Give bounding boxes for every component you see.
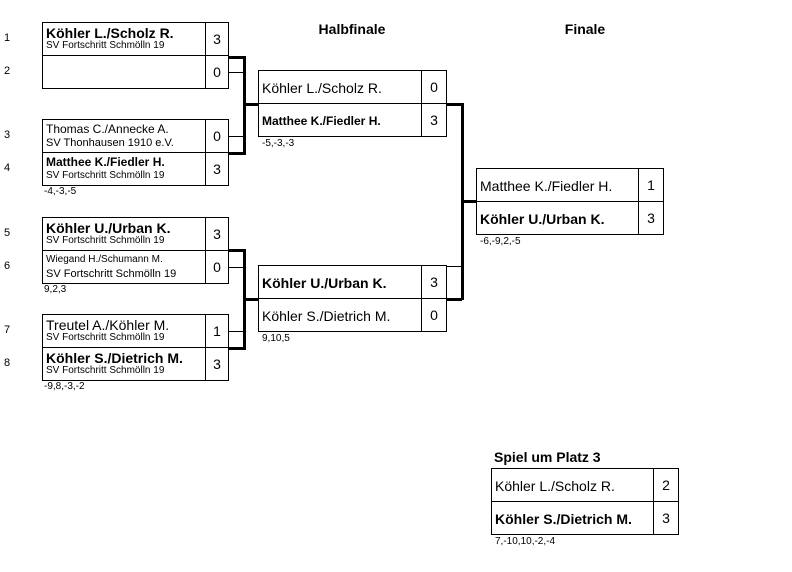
- score: 1: [638, 169, 663, 201]
- player-name: Köhler S./Dietrich M.: [495, 511, 632, 527]
- player-name: Matthee K./Fiedler H.: [262, 114, 381, 128]
- player-slot: Köhler L./Scholz R. SV Fortschritt Schmö…: [42, 22, 229, 56]
- bracket-connector: [229, 152, 244, 155]
- seed-number: 8: [4, 357, 11, 369]
- seed-number: 5: [4, 227, 11, 239]
- player-name: Köhler L./Scholz R.: [46, 25, 174, 41]
- bracket-connector: [229, 136, 244, 137]
- club-name: SV Thonhausen 1910 e.V.: [46, 137, 174, 149]
- score: 2: [653, 469, 678, 501]
- player-slot: Matthee K./Fiedler H. SV Fortschritt Sch…: [42, 152, 229, 186]
- player-slot: 0: [42, 55, 229, 89]
- score: 3: [421, 266, 446, 298]
- player-name: Köhler S./Dietrich M.: [46, 350, 183, 366]
- match-result: 9,10,5: [262, 333, 290, 344]
- bracket-connector: [243, 249, 246, 299]
- score: 3: [205, 218, 228, 250]
- player-name: Treutel A./Köhler M.: [46, 317, 170, 333]
- bracket-connector: [243, 299, 246, 350]
- bracket-connector: [243, 103, 258, 106]
- bracket-connector: [243, 56, 246, 104]
- score: 0: [205, 56, 228, 88]
- bracket-connector: [447, 103, 462, 106]
- player-slot: Matthee K./Fiedler H. 1: [476, 168, 664, 202]
- score: 3: [205, 348, 228, 380]
- club-name: SV Fortschritt Schmölln 19: [46, 170, 165, 181]
- bracket-connector: [229, 347, 244, 350]
- player-slot: Köhler L./Scholz R. 2: [491, 468, 679, 502]
- match-result: -4,-3,-5: [44, 186, 77, 197]
- match-result: -9,8,-3,-2: [44, 381, 85, 392]
- player-name: Köhler S./Dietrich M.: [262, 308, 391, 324]
- bracket-connector: [243, 298, 258, 301]
- player-name: Matthee K./Fiedler H.: [46, 155, 165, 169]
- score: 0: [421, 71, 446, 103]
- club-name: SV Fortschritt Schmölln 19: [46, 365, 165, 376]
- score: 3: [205, 153, 228, 185]
- player-name: Wiegand H./Schumann M.: [46, 254, 163, 265]
- score: 3: [421, 104, 446, 136]
- player-name: Köhler U./Urban K.: [46, 220, 171, 236]
- match-result: -5,-3,-3: [262, 138, 295, 149]
- bracket-connector: [229, 331, 244, 332]
- bracket-connector: [461, 103, 464, 300]
- player-slot: Köhler U./Urban K. 3: [476, 201, 664, 235]
- score: 3: [205, 23, 228, 55]
- player-slot: Köhler L./Scholz R. 0: [258, 70, 447, 104]
- bracket-connector: [447, 298, 462, 301]
- match-result: 7,-10,10,-2,-4: [495, 536, 556, 547]
- player-slot: Köhler S./Dietrich M. SV Fortschritt Sch…: [42, 347, 229, 381]
- seed-number: 1: [4, 32, 11, 44]
- score: 0: [421, 299, 446, 331]
- player-slot: Wiegand H./Schumann M. SV Fortschritt Sc…: [42, 250, 229, 284]
- player-slot: Treutel A./Köhler M. SV Fortschritt Schm…: [42, 314, 229, 348]
- score: 3: [638, 202, 663, 234]
- player-slot: Köhler U./Urban K. SV Fortschritt Schmöl…: [42, 217, 229, 251]
- score: 3: [653, 502, 678, 534]
- player-name: Köhler U./Urban K.: [480, 211, 605, 227]
- third-place-title: Spiel um Platz 3: [494, 449, 601, 465]
- bracket-connector: [229, 267, 244, 268]
- bracket-connector: [463, 200, 476, 203]
- club-name: SV Fortschritt Schmölln 19: [46, 40, 165, 51]
- bracket-connector: [229, 72, 244, 73]
- semifinal-title: Halbfinale: [318, 21, 386, 37]
- player-slot: Köhler U./Urban K. 3: [258, 265, 447, 299]
- player-name: Köhler L./Scholz R.: [495, 478, 615, 494]
- seed-number: 6: [4, 260, 11, 272]
- bracket-connector: [229, 249, 244, 252]
- player-name: Köhler U./Urban K.: [262, 275, 387, 291]
- bracket-connector: [447, 266, 462, 267]
- player-slot: Köhler S./Dietrich M. 0: [258, 298, 447, 332]
- score: 1: [205, 315, 228, 347]
- match-result: -6,-9,2,-5: [480, 236, 521, 247]
- bracket-connector: [229, 56, 244, 59]
- seed-number: 7: [4, 324, 11, 336]
- player-slot: Köhler S./Dietrich M. 3: [491, 501, 679, 535]
- match-result: 9,2,3: [44, 284, 67, 295]
- score: 0: [205, 120, 228, 152]
- player-name: Köhler L./Scholz R.: [262, 80, 382, 96]
- seed-number: 4: [4, 162, 11, 174]
- player-name: Matthee K./Fiedler H.: [480, 178, 613, 194]
- club-name: SV Fortschritt Schmölln 19: [46, 235, 165, 246]
- seed-number: 3: [4, 129, 11, 141]
- player-name: Thomas C./Annecke A.: [46, 122, 169, 136]
- final-title: Finale: [564, 21, 606, 37]
- seed-number: 2: [4, 65, 11, 77]
- player-slot: Matthee K./Fiedler H. 3: [258, 103, 447, 137]
- score: 0: [205, 251, 228, 283]
- club-name: SV Fortschritt Schmölln 19: [46, 268, 177, 280]
- club-name: SV Fortschritt Schmölln 19: [46, 332, 165, 343]
- bracket-connector: [243, 104, 246, 155]
- player-slot: Thomas C./Annecke A. SV Thonhausen 1910 …: [42, 119, 229, 153]
